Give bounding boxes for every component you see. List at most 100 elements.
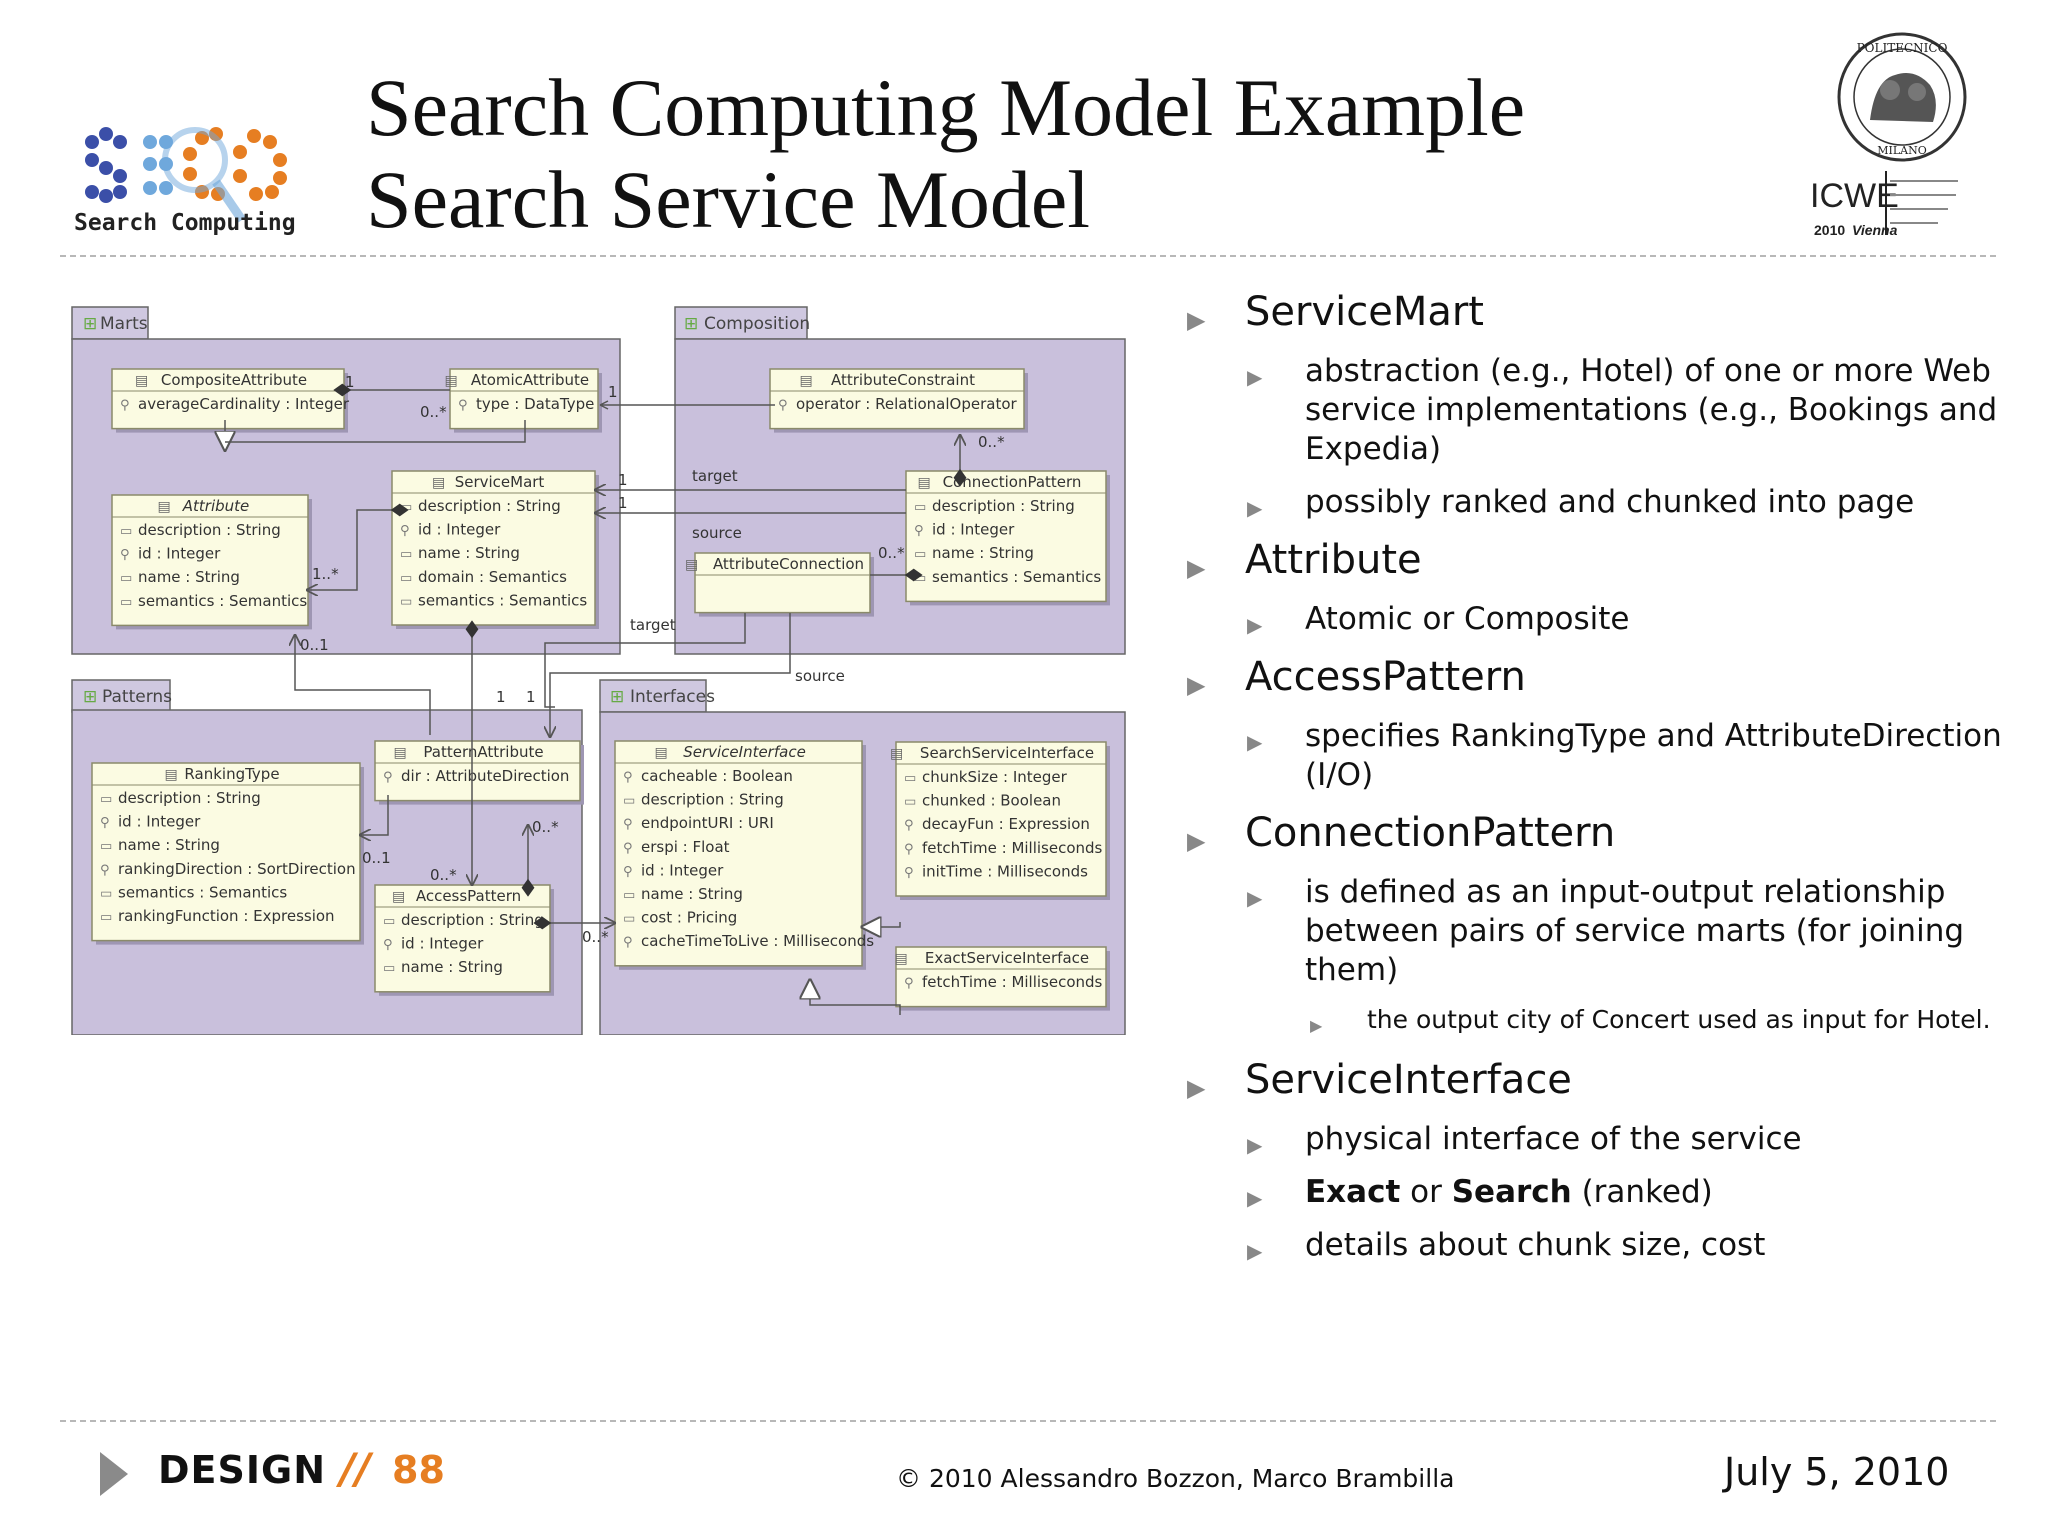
attribute-icon: ▭: [904, 771, 916, 786]
class-attribute: semantics : Semantics: [118, 883, 287, 901]
bullet-arrow-icon: ▶: [1247, 1239, 1263, 1263]
attribute-icon: ▭: [383, 961, 395, 976]
package-icon: ⊞: [83, 687, 97, 707]
connector-patternattr-ranking: [360, 795, 389, 835]
class-attribute: fetchTime : Milliseconds: [922, 973, 1103, 991]
icwe-year-text: 2010: [1814, 222, 1845, 238]
mult-label: 1: [496, 688, 506, 706]
class-icon: ▤: [135, 373, 148, 389]
uml-classes: ▤CompositeAttribute⚲averageCardinality :…: [91, 368, 1110, 1011]
class-box: [374, 884, 551, 993]
class-attribute: id : Integer: [932, 521, 1015, 539]
class-icon: ▤: [918, 475, 931, 491]
attribute-icon: ⚲: [623, 841, 633, 856]
bullet-arrow-icon: ▶: [1187, 827, 1206, 855]
bullet-text: possibly ranked and chunked into page: [1305, 484, 1915, 520]
role-label: target: [630, 616, 676, 634]
bullet-item: ▶Exact or Search (ranked): [1185, 1173, 2005, 1212]
connector-mart-attribute: [307, 510, 392, 590]
bullet-accesspattern: ▶AccessPattern: [1185, 653, 2005, 701]
class-attribute: cacheable : Boolean: [641, 767, 793, 785]
class-connection-pattern: ▤ConnectionPattern▭description : String⚲…: [905, 470, 1110, 606]
bullet-text: (ranked): [1571, 1174, 1713, 1210]
class-box: [769, 368, 1025, 430]
class-icon: ▤: [655, 745, 668, 761]
footer-copyright: © 2010 Alessandro Bozzon, Marco Brambill…: [896, 1464, 1455, 1493]
connector-atomic-generalization: [225, 420, 526, 443]
attribute-icon: ⚲: [100, 863, 110, 878]
class-box: [895, 741, 1107, 897]
seco-logo-text: Search Computing: [74, 210, 296, 236]
attribute-icon: ▭: [400, 547, 412, 562]
footer-slashes: //: [340, 1444, 371, 1493]
connector-search-generalization: [862, 922, 901, 927]
class-attribute: endpointURI : URI: [641, 814, 774, 832]
icwe-city-text: Vienna: [1852, 222, 1898, 238]
class-attribute: domain : Semantics: [418, 568, 567, 586]
bullet-text: abstraction (e.g., Hotel) of one or more…: [1305, 353, 1998, 467]
class-composite-attribute: ▤CompositeAttribute⚲averageCardinality :…: [111, 368, 350, 433]
attribute-icon: ⚲: [904, 842, 914, 857]
attribute-icon: ⚲: [458, 398, 468, 413]
attribute-icon: ▭: [400, 594, 412, 609]
class-attribute: name : String: [418, 544, 520, 562]
package-interfaces-label: Interfaces: [630, 687, 715, 707]
class-name: ServiceMart: [455, 473, 545, 491]
class-attribute: description : String: [138, 521, 281, 539]
class-icon: ▤: [685, 557, 698, 573]
mult-label: 0..*: [878, 544, 905, 562]
class-icon: ▤: [895, 951, 908, 967]
poli-top-text: POLITECNICO: [1857, 41, 1948, 55]
footer-section: DESIGN: [158, 1448, 327, 1492]
attribute-icon: ▭: [120, 524, 132, 539]
class-box: [391, 470, 596, 626]
bullet-title: AccessPattern: [1245, 654, 1526, 700]
attribute-icon: ▭: [100, 792, 112, 807]
footer-arrow-icon: [100, 1452, 128, 1496]
attribute-icon: ▭: [623, 794, 635, 809]
bullet-title: Attribute: [1245, 537, 1422, 583]
class-atomic-attribute: ▤AtomicAttribute⚲type : DataType: [445, 368, 602, 433]
mult-label: 1..*: [312, 565, 339, 583]
mult-label: 0..*: [978, 433, 1005, 451]
slide-title: Search Computing Model Example Search Se…: [366, 62, 1525, 246]
class-name: ExactServiceInterface: [925, 949, 1089, 967]
mult-label: 1: [618, 494, 628, 512]
mult-label: 0..*: [582, 928, 609, 946]
uml-class-diagram: ⊞ Marts ⊞ Composition ⊞ Patterns ⊞ Inter…: [71, 306, 1126, 1035]
attribute-icon: ▭: [400, 571, 412, 586]
attribute-icon: ⚲: [623, 935, 633, 950]
bullet-item: ▶is defined as an input-output relations…: [1185, 873, 2005, 990]
icwe-logo: ICWE 2010 Vienna: [1810, 171, 1958, 238]
class-service-mart: ▤ServiceMart▭description : String⚲id : I…: [391, 470, 599, 629]
package-icon: ⊞: [83, 314, 97, 334]
package-icon: ⊞: [684, 314, 698, 334]
package-marts-label: Marts: [100, 314, 148, 334]
bullet-arrow-icon: ▶: [1247, 365, 1263, 389]
attribute-icon: ▭: [914, 547, 926, 562]
class-box: [694, 552, 871, 614]
role-label: source: [692, 524, 742, 542]
class-box: [111, 368, 345, 430]
class-search-service-interface: ▤SearchServiceInterface▭chunkSize : Inte…: [890, 741, 1110, 900]
package-icon: ⊞: [610, 687, 624, 707]
mult-label: 1: [618, 471, 628, 489]
poli-bottom-text: MILANO: [1877, 144, 1927, 157]
bullet-arrow-icon: ▶: [1187, 554, 1206, 582]
attribute-icon: ▭: [623, 888, 635, 903]
class-attribute: id : Integer: [138, 545, 221, 563]
class-attribute: ▤Attribute▭description : String⚲id : Int…: [111, 494, 312, 630]
class-attribute: name : String: [138, 568, 240, 586]
attribute-icon: ⚲: [383, 770, 393, 785]
title-line-1: Search Computing Model Example: [366, 62, 1526, 153]
mult-label: 1: [345, 373, 355, 391]
class-attribute-constraint: ▤AttributeConstraint⚲operator : Relation…: [769, 368, 1028, 433]
search-computing-logo: Search Computing: [74, 127, 296, 236]
bullet-connectionpattern: ▶ConnectionPattern: [1185, 809, 2005, 857]
bullet-arrow-icon: ▶: [1247, 1186, 1263, 1210]
class-box: [449, 368, 599, 430]
class-attribute: id : Integer: [401, 935, 484, 953]
bullet-bold-exact: Exact: [1305, 1174, 1401, 1210]
class-attribute: dir : AttributeDirection: [401, 767, 569, 785]
class-attribute: chunked : Boolean: [922, 792, 1061, 810]
